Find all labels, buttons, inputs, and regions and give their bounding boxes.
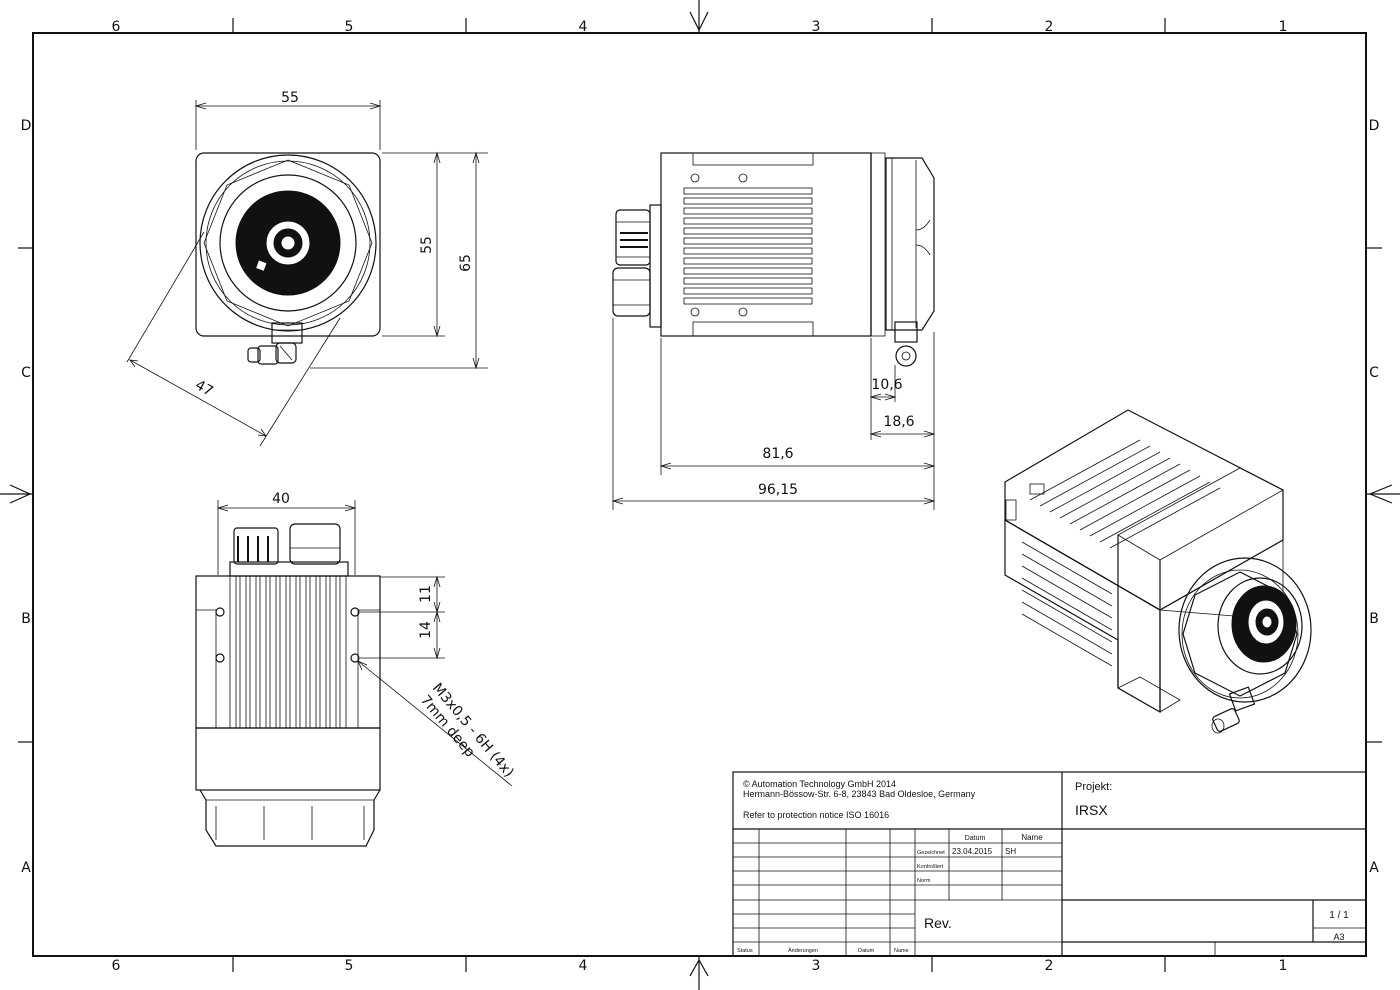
centering-mark-right [1366, 484, 1400, 504]
zone-row-a-right: A [1369, 860, 1379, 876]
side-view-dimensions: 10,6 18,6 81,6 96,15 [611, 318, 936, 510]
dim-front-width: 55 [281, 90, 299, 106]
zone-col-4-top: 4 [579, 19, 588, 35]
row-gezeichnet: Gezeichnet [917, 850, 945, 856]
dim-side-connector-offset: 10,6 [871, 377, 902, 393]
dim-front-height-outer: 65 [458, 254, 474, 272]
centering-mark-left [0, 484, 33, 504]
zone-row-b-right: B [1369, 611, 1379, 627]
centering-mark-top [689, 0, 709, 33]
front-view: 7,5mm f/1.0 GH 0000149 000000000 [195, 152, 381, 365]
dim-front-height-inner: 55 [419, 236, 435, 254]
project-label: Projekt: [1075, 781, 1112, 793]
dim-side-cable-offset: 18,6 [883, 414, 914, 430]
zone-col-4-bottom: 4 [579, 958, 588, 974]
iso-top-fins [1029, 439, 1221, 549]
address-text: Hermann-Bössow-Str. 6-8, 23843 Bad Oldes… [743, 789, 976, 799]
side-fins [683, 187, 813, 305]
centering-mark-bottom [689, 956, 709, 990]
revision-grid [733, 829, 1062, 956]
row-norm: Norm [917, 878, 931, 884]
footer-changes: Änderungen [788, 947, 818, 954]
zone-col-1-bottom: 1 [1279, 958, 1288, 974]
footer-status: Status [737, 948, 753, 954]
zone-row-d-right: D [1369, 118, 1380, 134]
zone-row-b-left: B [21, 611, 31, 627]
side-view [612, 152, 935, 367]
row-kontrolliert: Kontrolliert [917, 864, 944, 870]
zone-col-3-top: 3 [812, 19, 821, 35]
dim-side-body-length: 81,6 [762, 446, 793, 462]
project-value: IRSX [1075, 802, 1108, 818]
zone-row-c-left: C [21, 365, 31, 381]
zone-col-5-top: 5 [345, 19, 354, 35]
paper-format: A3 [1333, 932, 1344, 942]
dim-side-total-length: 96,15 [758, 482, 798, 498]
front-view-dimensions: 55 55 65 47 [126, 90, 488, 447]
zone-row-c-right: C [1369, 365, 1379, 381]
revision-label: Rev. [924, 915, 952, 931]
zone-col-6-top: 6 [112, 19, 121, 35]
dim-bottom-width: 40 [272, 491, 290, 507]
iso-side-fins [1021, 529, 1113, 667]
dim-bottom-v2: 14 [418, 621, 434, 639]
dim-front-diagonal: 47 [192, 377, 215, 400]
zone-col-1-top: 1 [1279, 19, 1288, 35]
bottom-view-dimensions: 40 11 14 M3x0,5 - 6H (4x) 7mm deep [216, 491, 517, 787]
zone-col-2-top: 2 [1045, 19, 1054, 35]
footer-datum: Datum [858, 948, 875, 954]
title-block: © Automation Technology GmbH 2014 Herman… [732, 771, 1367, 957]
zone-col-2-bottom: 2 [1045, 958, 1054, 974]
dim-bottom-v1: 11 [418, 585, 434, 603]
copyright-text: © Automation Technology GmbH 2014 [743, 779, 896, 789]
zone-labels: 6 5 4 3 2 1 6 5 4 3 2 1 D C B A D C B A [21, 19, 1380, 974]
sheet-number: 1 / 1 [1329, 910, 1349, 921]
zone-row-a-left: A [21, 860, 31, 876]
drawn-name: SH [1005, 847, 1016, 856]
zone-col-3-bottom: 3 [812, 958, 821, 974]
zone-col-6-bottom: 6 [112, 958, 121, 974]
bottom-view [195, 523, 381, 847]
zone-col-5-bottom: 5 [345, 958, 354, 974]
protection-notice: Refer to protection notice ISO 16016 [743, 810, 889, 820]
header-datum: Datum [965, 835, 986, 842]
isometric-view [1004, 409, 1312, 734]
footer-name: Name [894, 948, 909, 954]
zone-row-d-left: D [21, 118, 32, 134]
header-name: Name [1021, 833, 1043, 842]
bottom-fins [229, 575, 347, 729]
drawn-date: 23.04.2015 [952, 847, 993, 856]
